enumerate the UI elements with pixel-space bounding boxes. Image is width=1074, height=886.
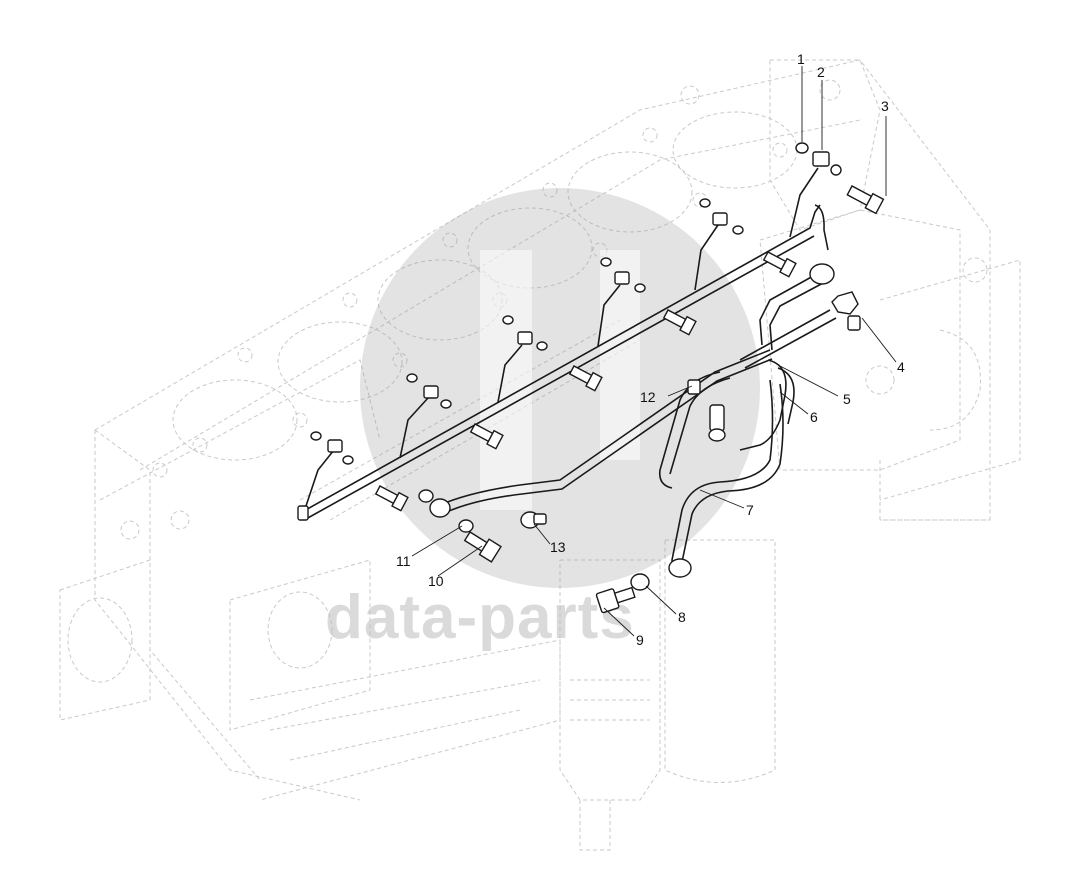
fitting-4 — [831, 291, 859, 315]
callout-12: 12 — [640, 389, 656, 405]
callout-labels: 1 2 3 4 5 6 7 8 9 10 11 12 13 — [396, 51, 905, 648]
banjo-bolt-9 — [595, 586, 636, 614]
injector-nut — [517, 331, 533, 345]
injector-nut — [812, 151, 830, 167]
fuel-rail-pipes — [297, 142, 842, 521]
callout-11: 11 — [396, 553, 411, 569]
callout-6: 6 — [810, 409, 818, 425]
injector-nut — [327, 439, 343, 453]
injector-nut — [614, 271, 630, 285]
injector-nut — [423, 385, 439, 399]
watermark: data-parts — [325, 188, 760, 652]
o-ring-1 — [795, 142, 809, 154]
callout-8: 8 — [678, 609, 686, 625]
callout-leaders — [411, 66, 897, 637]
banjo-fitting — [429, 498, 451, 518]
watermark-text: data-parts — [325, 583, 635, 652]
o-ring-set — [310, 142, 842, 465]
rail-banjo — [809, 263, 835, 285]
callout-5: 5 — [843, 391, 851, 407]
callout-3: 3 — [881, 98, 889, 114]
washer-11 — [418, 489, 434, 503]
supply-pipes — [418, 263, 861, 614]
injector-nut — [712, 212, 728, 226]
banjo-lower — [668, 558, 692, 578]
callout-4: 4 — [897, 359, 905, 375]
connector-12 — [687, 379, 701, 395]
callout-7: 7 — [746, 502, 754, 518]
callout-9: 9 — [636, 632, 644, 648]
callout-1: 1 — [797, 51, 805, 67]
bolt-3 — [846, 185, 885, 215]
callout-10: 10 — [428, 573, 444, 589]
hold-down-bolts — [374, 185, 885, 512]
rail-end-fitting — [297, 505, 309, 521]
callout-13: 13 — [550, 539, 566, 555]
callout-2: 2 — [817, 64, 825, 80]
washer-8 — [630, 573, 650, 591]
